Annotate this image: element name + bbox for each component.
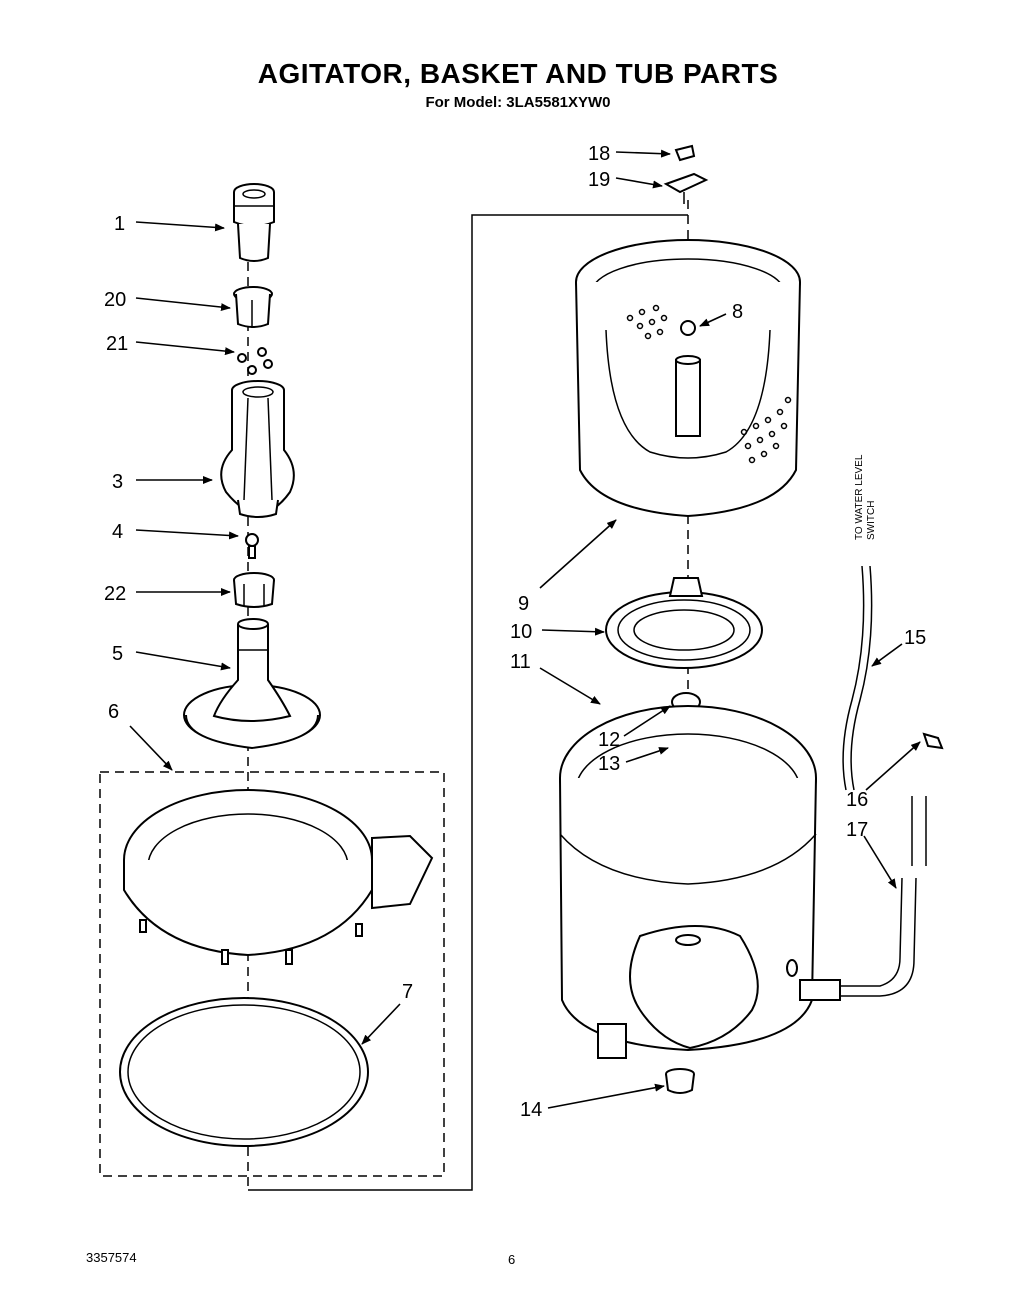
callout-16: 16 bbox=[846, 789, 868, 811]
water-level-note-line2: SWITCH bbox=[866, 501, 877, 540]
part-20-cam bbox=[233, 286, 273, 328]
callout-9: 9 bbox=[518, 593, 529, 615]
document-number: 3357574 bbox=[86, 1250, 137, 1265]
part-19-bracket bbox=[663, 172, 709, 204]
part-15-pressure-hose bbox=[842, 565, 873, 791]
callout-labels: 1 20 21 3 4 22 5 6 7 18 19 8 9 10 11 12 … bbox=[104, 143, 926, 1121]
callout-5: 5 bbox=[112, 643, 123, 665]
callout-17: 17 bbox=[846, 819, 868, 841]
callout-19: 19 bbox=[588, 169, 610, 191]
page-number: 6 bbox=[508, 1252, 516, 1267]
part-18-clip bbox=[674, 144, 696, 162]
connector-line bbox=[248, 214, 688, 1191]
part-5-agitator-base bbox=[183, 618, 321, 750]
parts-6-7-group-box bbox=[99, 771, 445, 1177]
callout-20: 20 bbox=[104, 289, 126, 311]
callout-13: 13 bbox=[598, 753, 620, 775]
callout-15: 15 bbox=[904, 627, 926, 649]
callout-arrows bbox=[129, 149, 921, 1109]
callout-10: 10 bbox=[510, 621, 532, 643]
callout-21: 21 bbox=[106, 333, 128, 355]
callout-8: 8 bbox=[732, 301, 743, 323]
callout-3: 3 bbox=[112, 471, 123, 493]
part-4-bolt bbox=[245, 533, 259, 559]
basket-perforations bbox=[626, 304, 792, 464]
callout-18: 18 bbox=[588, 143, 610, 165]
callout-11: 11 bbox=[510, 651, 531, 673]
part-7-snubber-ring bbox=[119, 997, 369, 1147]
part-10-balance-ring bbox=[605, 577, 763, 669]
part-3-agitator-body bbox=[220, 380, 295, 518]
callout-1: 1 bbox=[114, 213, 125, 235]
callout-4: 4 bbox=[112, 521, 123, 543]
part-14-plug bbox=[665, 1068, 695, 1094]
page-title: AGITATOR, BASKET AND TUB PARTS bbox=[257, 58, 779, 89]
callout-14: 14 bbox=[520, 1099, 542, 1121]
callout-12: 12 bbox=[598, 729, 620, 751]
water-level-note-line1: TO WATER LEVEL bbox=[854, 454, 865, 540]
part-16-17-hose-assembly bbox=[799, 732, 944, 1001]
part-6-tub-ring bbox=[123, 789, 434, 965]
model-subtitle: For Model: 3LA5581XYW0 bbox=[425, 94, 611, 111]
part-11-outer-tub bbox=[559, 705, 817, 1059]
part-1-agitator-cap bbox=[233, 183, 275, 262]
part-21-screws bbox=[237, 347, 273, 375]
callout-22: 22 bbox=[104, 583, 126, 605]
water-level-note: TO WATER LEVEL SWITCH bbox=[854, 454, 877, 540]
callout-7: 7 bbox=[402, 981, 413, 1003]
part-22-coupling bbox=[233, 572, 275, 608]
part-9-basket bbox=[575, 239, 801, 518]
callout-6: 6 bbox=[108, 701, 119, 723]
